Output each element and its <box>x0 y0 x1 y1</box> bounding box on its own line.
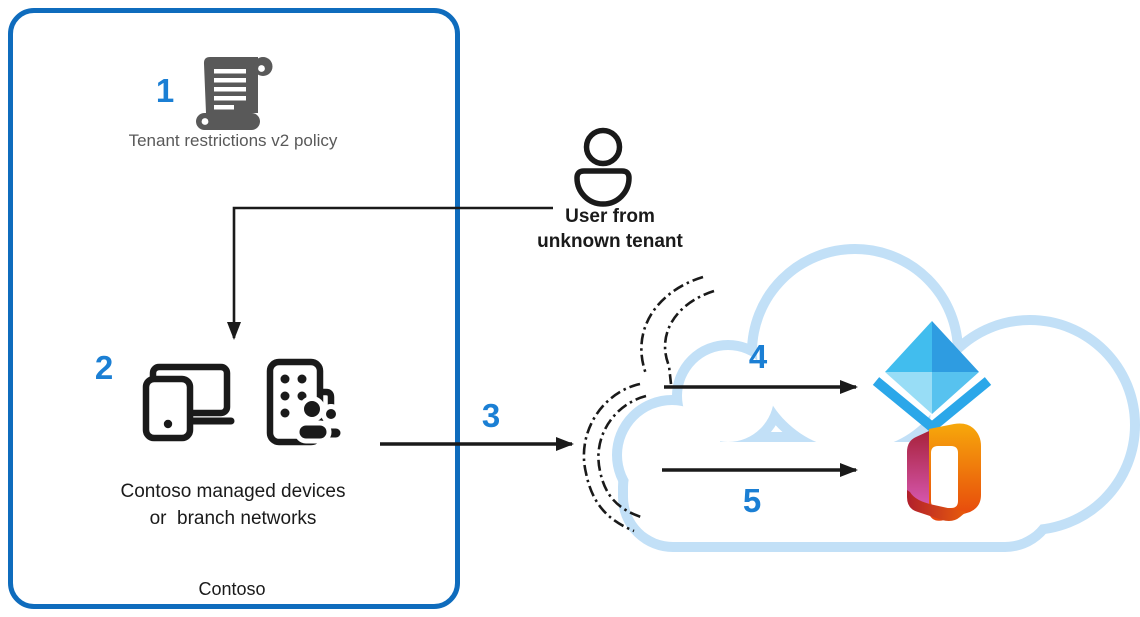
contoso-boundary-box <box>8 8 460 609</box>
user-label-line1: User from <box>565 206 655 227</box>
devices-label-line1: Contoso managed devices <box>120 481 346 502</box>
devices-label-line2: or branch networks <box>149 507 317 529</box>
step-1-number: 1 <box>155 72 175 109</box>
arrow-user-to-devices <box>227 206 553 340</box>
devices-label: Contoso managed devices or branch networ… <box>121 479 346 533</box>
contoso-boundary-label: Contoso <box>198 579 266 599</box>
step-4-number: 4 <box>748 338 768 375</box>
step-5-number: 5 <box>742 482 762 519</box>
phone-laptop-icon <box>142 363 235 442</box>
policy-label: Tenant restrictions v2 policy <box>128 131 338 150</box>
person-icon <box>574 127 632 207</box>
microsoft-365-icon <box>907 423 981 521</box>
step-2-number: 2 <box>94 349 114 386</box>
entra-id-icon <box>872 321 992 434</box>
user-label: User from unknown tenant <box>537 204 683 254</box>
dash-dot-network-boundary <box>582 275 715 533</box>
building-people-icon <box>266 358 346 446</box>
scroll-policy-icon <box>196 57 273 130</box>
user-label-line2: unknown tenant <box>537 231 683 253</box>
step-3-number: 3 <box>481 397 501 434</box>
